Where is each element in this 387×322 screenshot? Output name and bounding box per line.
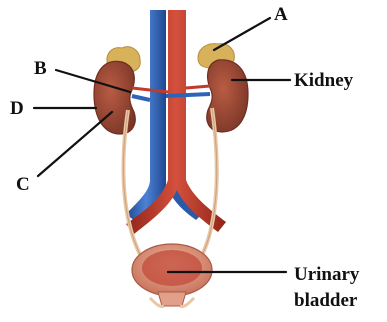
urinary-bladder [132,244,212,307]
label-b: B [34,58,47,79]
label-kidney: Kidney [294,70,354,91]
label-bladder-line2: bladder [294,290,358,311]
label-c: C [16,174,30,195]
label-bladder-line1: Urinary [294,264,360,285]
label-a-leader [214,18,270,50]
label-a: A [274,4,288,25]
label-c-leader [38,112,112,176]
label-d: D [10,98,24,119]
